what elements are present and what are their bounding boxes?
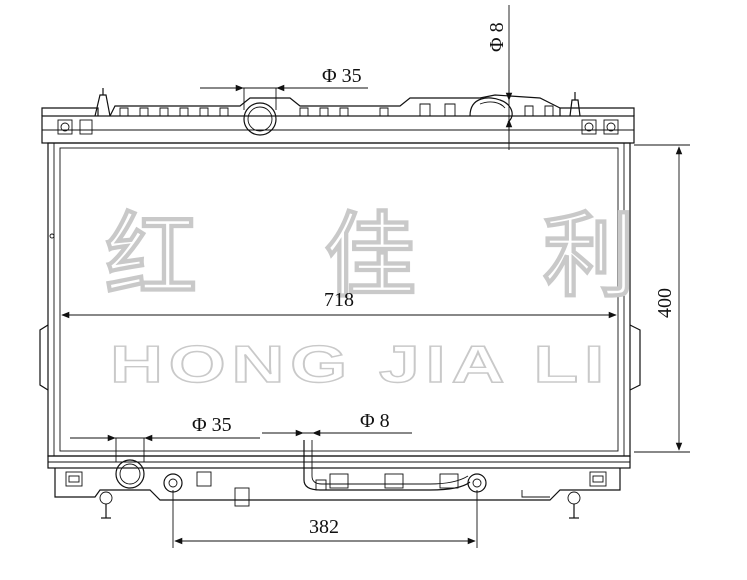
watermark: 红 佳 利 HONG JIA LI [104,202,635,394]
watermark-cn: 红 佳 利 [105,203,635,310]
dim-pipe-spacing-label: 382 [309,516,339,538]
dim-top-small: Φ 8 [486,5,513,150]
dim-core-width: 718 [61,289,617,319]
dim-bottom-pipe-label: Φ 35 [192,414,232,436]
dim-top-pipe-label: Φ 35 [322,65,362,87]
top-tank [41,88,635,144]
dim-bottom-small: Φ 8 [262,410,412,437]
dim-top-pipe: Φ 35 [200,65,368,110]
dim-top-small-label: Φ 8 [486,22,508,52]
dim-core-height-label: 400 [654,288,676,318]
dim-core-width-label: 718 [324,289,354,311]
watermark-en: HONG JIA LI [110,336,610,394]
dim-bottom-small-label: Φ 8 [360,410,390,432]
dim-core-height: 400 [634,144,690,453]
dim-pipe-spacing: 382 [172,490,478,548]
dim-bottom-pipe: Φ 35 [70,414,260,462]
bottom-tank [47,440,631,519]
